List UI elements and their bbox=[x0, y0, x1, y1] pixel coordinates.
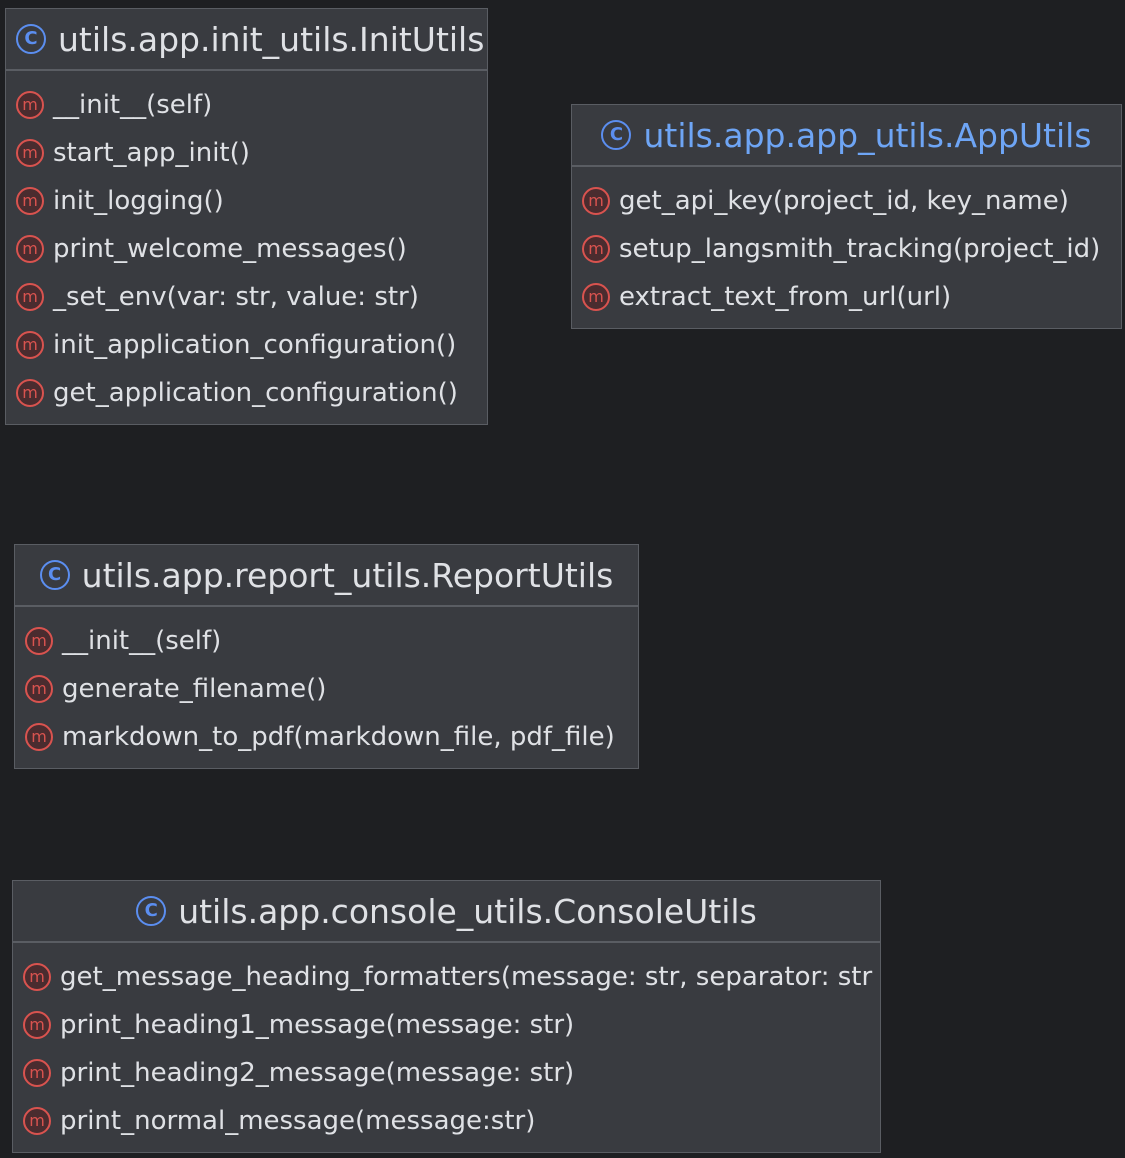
class-box-reportutils[interactable]: C utils.app.report_utils.ReportUtils m __… bbox=[14, 544, 639, 769]
class-header: C utils.app.app_utils.AppUtils bbox=[572, 105, 1121, 167]
class-box-apputils[interactable]: C utils.app.app_utils.AppUtils m get_api_… bbox=[571, 104, 1122, 329]
class-icon: C bbox=[39, 560, 70, 590]
method-icon: m bbox=[16, 379, 44, 407]
method-list: m get_message_heading_formatters(message:… bbox=[13, 943, 880, 1145]
method-icon: m bbox=[25, 723, 53, 751]
class-icon: C bbox=[16, 24, 46, 54]
method-icon: m bbox=[16, 187, 44, 215]
method-signature: extract_text_from_url(url) bbox=[619, 282, 952, 312]
method-signature: print_heading1_message(message: str) bbox=[60, 1010, 575, 1040]
method-icon: m bbox=[23, 1059, 51, 1087]
class-name: utils.app.console_utils.ConsoleUtils bbox=[178, 891, 757, 931]
method-row[interactable]: m get_application_configuration() bbox=[6, 369, 487, 417]
method-icon: m bbox=[23, 963, 51, 991]
method-row[interactable]: m get_api_key(project_id, key_name) bbox=[572, 177, 1121, 225]
method-icon: m bbox=[582, 283, 610, 311]
method-row[interactable]: m setup_langsmith_tracking(project_id) bbox=[572, 225, 1121, 273]
class-name: utils.app.init_utils.InitUtils bbox=[58, 19, 485, 59]
class-icon: C bbox=[601, 120, 632, 150]
method-list: m __init__(self) m start_app_init() m init_… bbox=[6, 71, 487, 417]
method-signature: print_normal_message(message:str) bbox=[60, 1106, 536, 1136]
method-signature: print_heading2_message(message: str) bbox=[60, 1058, 575, 1088]
class-header: C utils.app.console_utils.ConsoleUtils bbox=[13, 881, 880, 943]
method-row[interactable]: m markdown_to_pdf(markdown_file, pdf_file… bbox=[15, 713, 638, 761]
class-header: C utils.app.report_utils.ReportUtils bbox=[15, 545, 638, 607]
method-row[interactable]: m extract_text_from_url(url) bbox=[572, 273, 1121, 321]
method-signature: get_api_key(project_id, key_name) bbox=[619, 186, 1069, 216]
class-name: utils.app.report_utils.ReportUtils bbox=[81, 555, 614, 595]
method-signature: start_app_init() bbox=[53, 138, 250, 168]
method-row[interactable]: m generate_filename() bbox=[15, 665, 638, 713]
method-row[interactable]: m print_normal_message(message:str) bbox=[13, 1097, 880, 1145]
method-signature: _set_env(var: str, value: str) bbox=[53, 282, 419, 312]
method-icon: m bbox=[25, 627, 53, 655]
method-row[interactable]: m print_heading1_message(message: str) bbox=[13, 1001, 880, 1049]
method-row[interactable]: m init_logging() bbox=[6, 177, 487, 225]
method-row[interactable]: m init_application_configuration() bbox=[6, 321, 487, 369]
method-icon: m bbox=[23, 1011, 51, 1039]
class-name: utils.app.app_utils.AppUtils bbox=[643, 115, 1092, 155]
method-signature: init_application_configuration() bbox=[53, 330, 457, 360]
method-signature: markdown_to_pdf(markdown_file, pdf_file) bbox=[62, 722, 615, 752]
method-icon: m bbox=[16, 283, 44, 311]
method-signature: generate_filename() bbox=[62, 674, 327, 704]
class-icon: C bbox=[136, 896, 167, 926]
method-row[interactable]: m __init__(self) bbox=[6, 81, 487, 129]
method-icon: m bbox=[16, 235, 44, 263]
method-signature: setup_langsmith_tracking(project_id) bbox=[619, 234, 1101, 264]
class-box-initutils[interactable]: C utils.app.init_utils.InitUtils m __init… bbox=[5, 8, 488, 425]
method-icon: m bbox=[582, 235, 610, 263]
method-signature: init_logging() bbox=[53, 186, 224, 216]
method-icon: m bbox=[16, 139, 44, 167]
method-icon: m bbox=[16, 331, 44, 359]
method-signature: __init__(self) bbox=[53, 90, 213, 120]
class-box-consoleutils[interactable]: C utils.app.console_utils.ConsoleUtils m… bbox=[12, 880, 881, 1153]
class-header: C utils.app.init_utils.InitUtils bbox=[6, 9, 487, 71]
method-icon: m bbox=[23, 1107, 51, 1135]
method-row[interactable]: m get_message_heading_formatters(message:… bbox=[13, 953, 880, 1001]
method-row[interactable]: m __init__(self) bbox=[15, 617, 638, 665]
method-row[interactable]: m print_welcome_messages() bbox=[6, 225, 487, 273]
method-row[interactable]: m print_heading2_message(message: str) bbox=[13, 1049, 880, 1097]
method-signature: get_application_configuration() bbox=[53, 378, 458, 408]
method-signature: print_welcome_messages() bbox=[53, 234, 407, 264]
method-signature: get_message_heading_formatters(message: … bbox=[60, 962, 873, 992]
method-icon: m bbox=[25, 675, 53, 703]
method-signature: __init__(self) bbox=[62, 626, 222, 656]
method-icon: m bbox=[16, 91, 44, 119]
method-icon: m bbox=[582, 187, 610, 215]
method-row[interactable]: m start_app_init() bbox=[6, 129, 487, 177]
method-row[interactable]: m _set_env(var: str, value: str) bbox=[6, 273, 487, 321]
